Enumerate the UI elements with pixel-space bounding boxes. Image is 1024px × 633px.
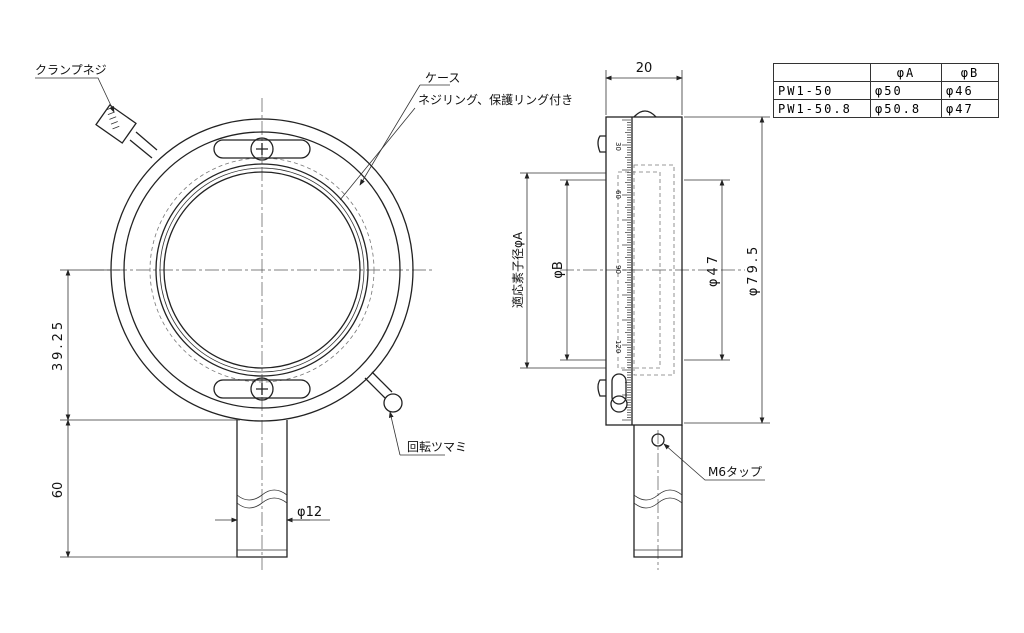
rotation-scale [622, 119, 631, 421]
table-cell: φ50.8 [870, 99, 942, 118]
table-row: PW1-50.8 φ50.8 φ47 [773, 99, 999, 118]
screw-icon [250, 137, 274, 161]
rotation-knob [364, 371, 403, 413]
front-annotations [35, 77, 450, 558]
scale-mark: 60 [614, 190, 622, 199]
dim-phi-12: φ12 [297, 505, 322, 520]
label-m6-tap: M6タップ [708, 465, 762, 479]
table-row: PW1-50 φ50 φ46 [773, 81, 999, 100]
scale-mark: 30 [614, 142, 622, 151]
label-screw-ring: ネジリング、保護リング付き [418, 92, 573, 107]
side-view [560, 110, 745, 570]
dim-60: 60 [51, 482, 66, 499]
dim-phi-47: φ47 [706, 253, 721, 287]
table-cell: φ47 [941, 99, 999, 118]
spec-table: φA φB PW1-50 φ50 φ46 PW1-50.8 φ50.8 φ47 [773, 63, 999, 118]
mounting-post [236, 420, 288, 558]
dim-phi-79-5: φ79.5 [746, 244, 761, 297]
label-rotation-knob: 回転ツマミ [407, 440, 467, 454]
scale-mark: 120 [614, 340, 622, 353]
scale-mark: 90 [614, 265, 622, 274]
front-view [90, 98, 435, 570]
table-cell: PW1-50.8 [773, 99, 871, 118]
screw-icon [250, 377, 274, 401]
table-cell: φ46 [941, 81, 999, 100]
clamp-screw [95, 104, 158, 159]
table-cell: PW1-50 [773, 81, 871, 100]
label-case: ケース [425, 71, 460, 85]
dim-20: 20 [636, 61, 653, 76]
table-header [773, 63, 871, 82]
table-cell: φ50 [870, 81, 942, 100]
table-header: φA [870, 63, 942, 82]
table-header: φB [941, 63, 999, 82]
dim-phi-b: φB [551, 261, 566, 279]
label-clamp-screw: クランプネジ [35, 63, 107, 77]
side-annotations [520, 70, 770, 481]
dim-39-25: 39.25 [51, 319, 66, 371]
table-header-row: φA φB [773, 63, 999, 82]
label-element-diameter: 適応素子径φA [510, 231, 525, 308]
